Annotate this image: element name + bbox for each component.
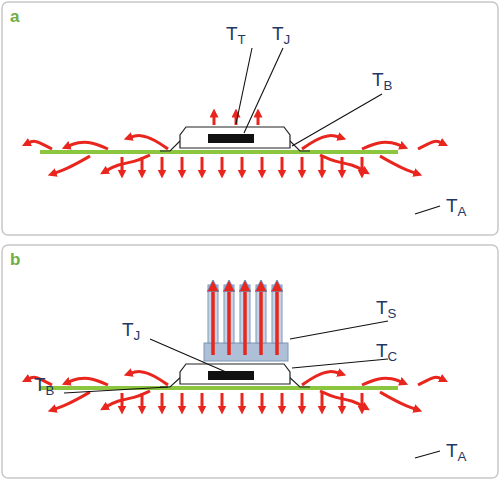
temperature-label: TA [446, 441, 466, 460]
heat-arrow [104, 155, 150, 172]
temperature-label: TA [446, 196, 466, 215]
leader-line [244, 48, 283, 133]
package-lead [160, 376, 182, 387]
heat-arrow [320, 155, 366, 172]
panel-letter: a [10, 8, 19, 25]
heat-arrow [341, 393, 344, 410]
circuit-board [40, 150, 398, 154]
heat-arrow [201, 393, 204, 410]
heat-arrow [321, 157, 324, 174]
panel-frame [2, 245, 498, 478]
heat-arrow [301, 393, 304, 410]
heat-arrow [275, 287, 279, 355]
heat-arrow [301, 157, 304, 174]
heat-arrow [213, 113, 216, 125]
heat-arrow [261, 157, 264, 174]
heat-arrow [161, 157, 164, 174]
heat-arrow [243, 287, 247, 355]
leader-line [150, 339, 226, 372]
heat-arrow [281, 393, 284, 410]
leader-line [292, 359, 388, 368]
panel-illustration [26, 113, 444, 174]
package-body [180, 364, 290, 384]
heat-arrow [281, 157, 284, 174]
heat-arrow [104, 391, 150, 408]
heat-arrow [341, 157, 344, 174]
die [208, 134, 254, 143]
heat-arrow [418, 141, 444, 149]
heat-arrow [221, 393, 224, 410]
heat-arrow [128, 372, 168, 385]
temperature-label: TJ [272, 24, 290, 43]
package-lead [288, 139, 310, 151]
heat-arrow [128, 136, 168, 149]
heat-arrow [181, 157, 184, 174]
heat-arrow [221, 157, 224, 174]
heat-arrow [418, 377, 444, 385]
heat-arrow [380, 156, 418, 174]
panel-illustration [26, 285, 444, 410]
temperature-label: TJ [122, 320, 140, 339]
heat-arrow [211, 287, 215, 355]
heat-arrow [201, 157, 204, 174]
heat-arrow [302, 136, 342, 149]
temperature-label: TT [226, 24, 246, 43]
heat-arrow [52, 156, 90, 174]
heat-arrow [257, 113, 260, 125]
heat-arrow [66, 142, 108, 149]
heat-arrow [380, 392, 418, 410]
heat-arrow [302, 372, 342, 385]
heat-arrow [362, 378, 404, 385]
panel-frame [2, 2, 498, 235]
leader-line [415, 451, 440, 458]
heat-arrow [241, 157, 244, 174]
heat-arrow [52, 392, 90, 410]
leader-line [64, 387, 168, 393]
heat-arrow [321, 393, 324, 410]
heat-arrow [227, 287, 231, 355]
leader-line [415, 206, 440, 214]
heat-arrow [259, 287, 263, 355]
heat-arrow [241, 393, 244, 410]
temperature-label: TB [372, 70, 392, 89]
heat-arrow [66, 378, 108, 385]
heat-arrow [320, 391, 366, 408]
heat-arrow [26, 141, 52, 149]
heat-arrow [161, 393, 164, 410]
package-lead [160, 139, 182, 151]
heat-arrow [362, 142, 404, 149]
package-body [180, 127, 290, 148]
panel-letter: b [10, 251, 20, 268]
circuit-board [40, 386, 398, 390]
leader-line [292, 94, 382, 146]
temperature-label: TB [34, 375, 54, 394]
heat-arrow [181, 393, 184, 410]
package-lead [288, 376, 310, 387]
leader-line [236, 48, 252, 124]
temperature-label: TC [376, 341, 397, 360]
heat-arrow [261, 393, 264, 410]
leader-line [290, 321, 388, 339]
die [208, 371, 254, 380]
temperature-label: TS [376, 298, 396, 317]
